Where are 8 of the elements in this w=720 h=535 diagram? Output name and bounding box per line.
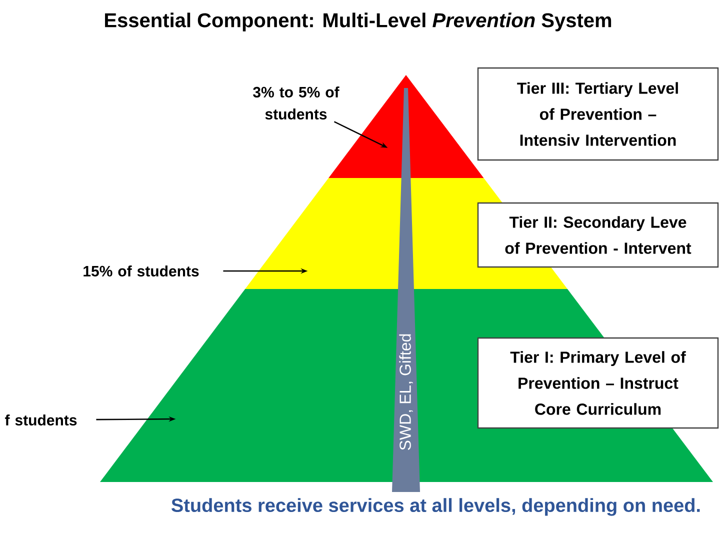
tier-box: Tier III: Tertiary Level of Prevention – Intensiv Intervention [477,67,719,161]
percentage-label: f students [5,414,77,426]
footer-note: Students receive services at all levels, depending on need. [172,498,700,516]
percentage-label: 3% to 5% of students [253,86,340,120]
title: Essential Component: Multi-Level Prevention System [105,12,612,32]
vertical-bar: SWD, EL, Gifted [392,88,420,492]
percentage-label: 15% of students [84,266,199,276]
tier-box: Tier II: Secondary Leve of Prevention - Intervent [477,202,719,268]
